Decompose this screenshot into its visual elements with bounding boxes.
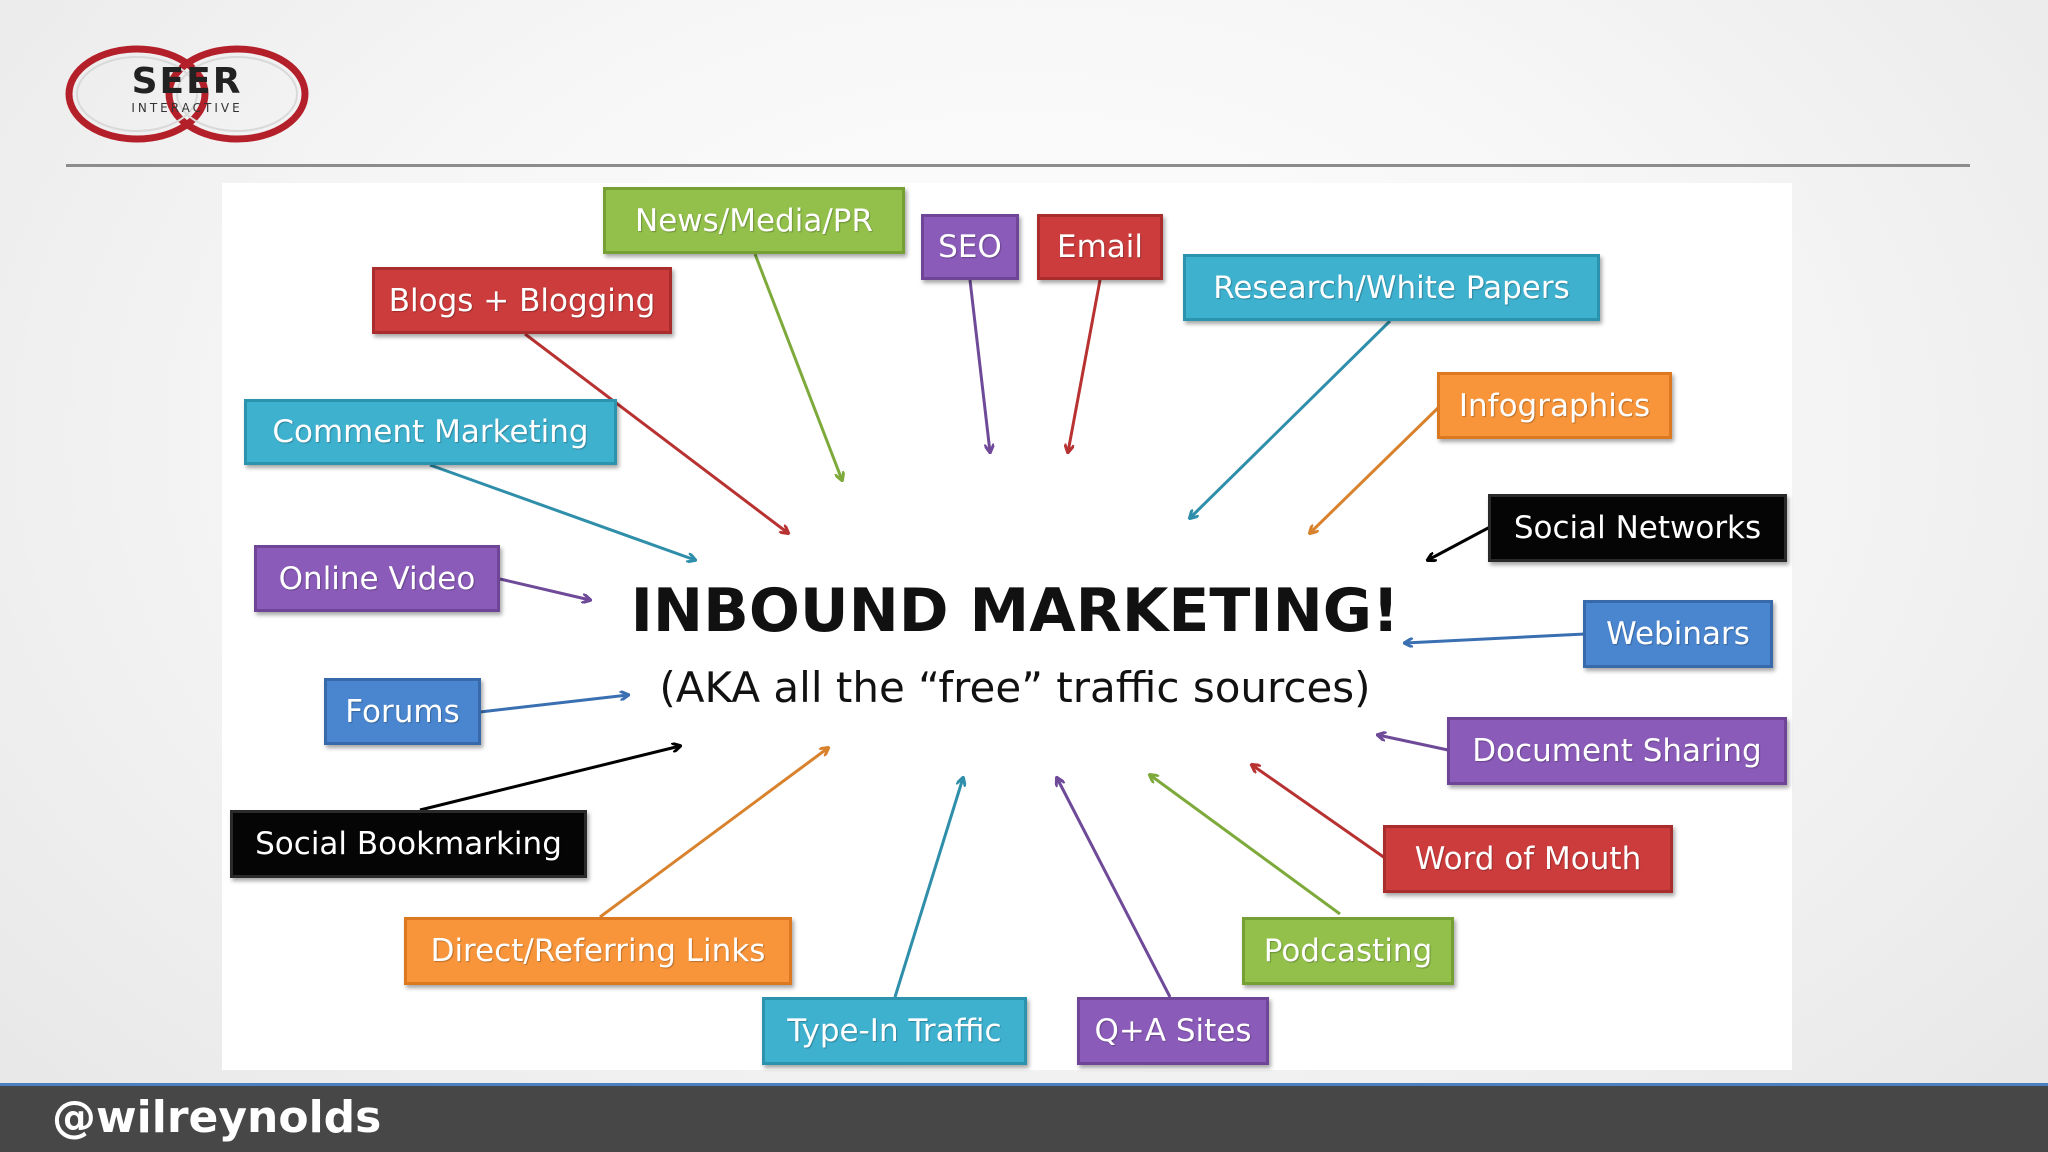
arrow-seo: [968, 279, 990, 452]
seer-interactive-logo: [65, 45, 309, 143]
arrow-blogs: [524, 332, 788, 533]
node-qa-sites: Q+A Sites: [1077, 997, 1269, 1065]
node-webinars: Webinars: [1583, 600, 1773, 668]
arrow-email: [1068, 279, 1102, 452]
arrow-video: [499, 577, 590, 600]
node-direct-referring-links: Direct/Referring Links: [404, 917, 792, 985]
node-comment-marketing: Comment Marketing: [244, 399, 617, 465]
arrow-webinars: [1405, 632, 1586, 643]
node-podcasting: Podcasting: [1242, 917, 1454, 985]
node-news-media-pr: News/Media/PR: [603, 187, 905, 254]
diagram-title: INBOUND MARKETING!: [630, 576, 1400, 646]
arrow-news: [753, 253, 842, 480]
node-online-video: Online Video: [254, 545, 500, 612]
node-blogs-blogging: Blogs + Blogging: [372, 267, 672, 334]
twitter-handle: @wilreynolds: [52, 1092, 382, 1143]
arrow-research: [1190, 319, 1392, 518]
arrow-infograph: [1310, 404, 1442, 533]
arrow-docshare: [1378, 735, 1449, 752]
arrow-comment: [429, 463, 695, 560]
arrow-wom: [1252, 765, 1386, 860]
node-social-bookmarking: Social Bookmarking: [230, 810, 587, 878]
node-forums: Forums: [324, 678, 481, 745]
arrow-podcast: [1150, 775, 1341, 916]
node-infographics: Infographics: [1437, 372, 1672, 439]
node-email: Email: [1037, 214, 1163, 280]
arrow-typein: [893, 778, 963, 998]
arrow-qa: [1057, 778, 1172, 998]
footer-bar: @wilreynolds: [0, 1083, 2048, 1152]
logo-subtitle: INTERACTIVE: [131, 101, 243, 115]
arrow-socialbm: [419, 746, 680, 812]
arrow-socialnet: [1428, 525, 1491, 560]
node-research-white-papers: Research/White Papers: [1183, 254, 1600, 321]
node-seo: SEO: [921, 214, 1019, 280]
logo-title: SEER: [131, 61, 243, 102]
diagram-subtitle: (AKA all the “free” traffic sources): [659, 663, 1371, 712]
node-social-networks: Social Networks: [1488, 494, 1787, 562]
node-document-sharing: Document Sharing: [1447, 717, 1787, 785]
node-word-of-mouth: Word of Mouth: [1383, 825, 1673, 893]
arrow-direct: [599, 748, 828, 919]
node-type-in-traffic: Type-In Traffic: [762, 997, 1027, 1065]
header-divider: [66, 164, 1970, 167]
arrow-forums: [479, 695, 628, 714]
